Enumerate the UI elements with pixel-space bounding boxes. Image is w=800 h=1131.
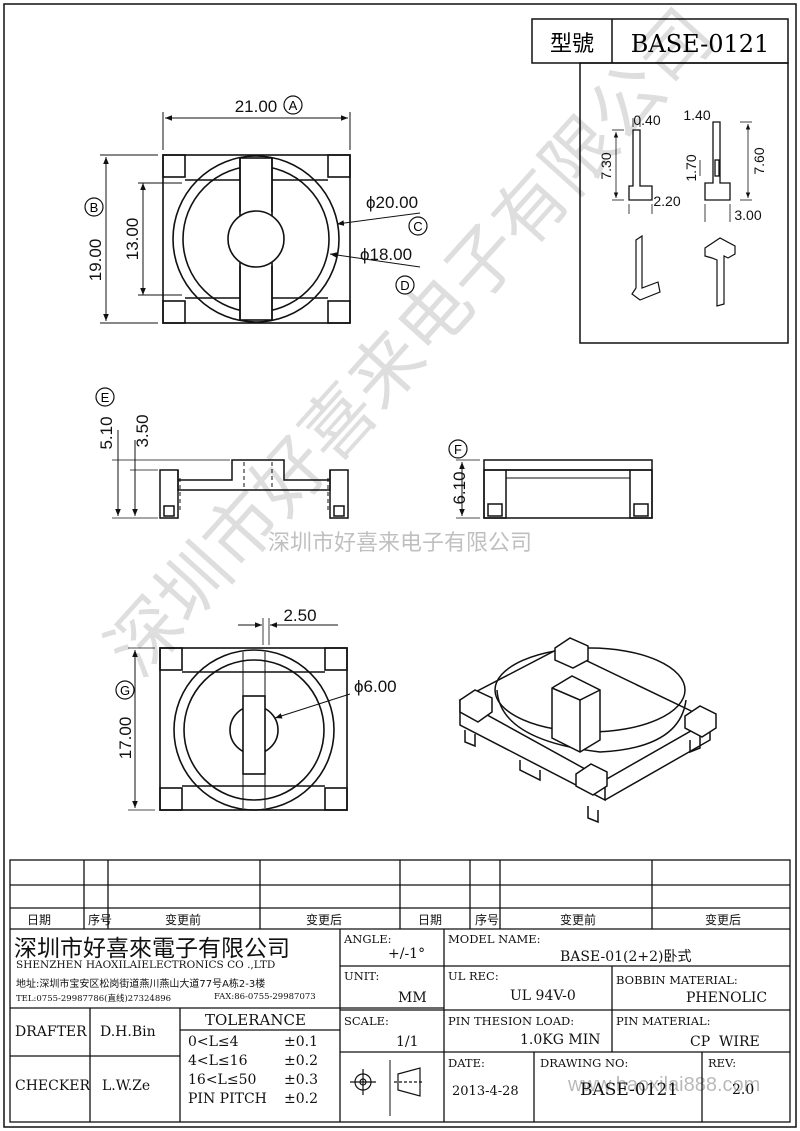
dim-pin-pitch: 2.50	[283, 606, 316, 625]
front-view	[112, 430, 349, 519]
svg-text:B: B	[90, 200, 99, 215]
dim-side-height: 6.10	[450, 471, 469, 504]
dim-front-base: 3.50	[133, 414, 152, 447]
mark-e: E	[95, 387, 115, 407]
date-label: DATE:	[448, 1056, 485, 1070]
pin-material-value: CP WIRE	[690, 1034, 760, 1050]
angle-value: +/-1°	[388, 946, 426, 962]
tolerance-value-1: ±0.1	[284, 1034, 318, 1050]
projection-symbol-icon	[350, 1067, 424, 1097]
model-name-label: MODEL NAME:	[448, 932, 541, 946]
company-name-en: SHENZHEN HAOXILAIELECTRONICS CO .,LTD	[16, 959, 276, 971]
pin-dim-3-00: 3.00	[734, 207, 761, 223]
company-tel: TEL:0755-29987786(直线)27324896	[16, 994, 172, 1004]
company-address: 地址:深圳市宝安区松岗街道燕川燕山大道77号A栋2-3楼	[16, 979, 266, 990]
pin-load-value: 1.0KG MIN	[520, 1032, 601, 1048]
bottom-view	[128, 618, 351, 811]
drawing-no-label: DRAWING NO:	[540, 1056, 629, 1070]
tolerance-range-2: 4<L≤16	[188, 1053, 248, 1069]
tolerance-value-3: ±0.3	[284, 1072, 318, 1088]
side-view	[456, 459, 653, 519]
drawing-no-value: BASE-0121	[580, 1080, 679, 1100]
mark-a: A	[283, 95, 303, 115]
dim-top-width: 21.00	[235, 97, 278, 116]
pin-dim-2-20: 2.20	[653, 193, 680, 209]
rev-header-seq-1: 序号	[88, 913, 113, 927]
bobbin-material-label: BOBBIN MATERIAL:	[616, 973, 738, 987]
pin-dim-1-70: 1.70	[683, 154, 699, 181]
drafter-name: D.H.Bin	[100, 1024, 156, 1040]
svg-text:F: F	[454, 442, 462, 457]
rev-header-before-2: 变更前	[560, 913, 597, 927]
pin-dim-7-30: 7.30	[598, 152, 614, 179]
model-label: 型號	[550, 32, 594, 57]
pin-dim-1-40: 1.40	[683, 107, 710, 123]
svg-text:深圳市好喜来电子有限公司: 深圳市好喜来电子有限公司	[90, 0, 731, 691]
company-name-cn: 深圳市好喜來電子有限公司	[14, 936, 290, 962]
model-header: 型號 BASE-0121	[531, 18, 789, 64]
tolerance-value-2: ±0.2	[284, 1053, 318, 1069]
top-view	[100, 112, 421, 324]
unit-label: UNIT:	[344, 969, 380, 983]
mark-g: G	[115, 680, 135, 700]
dim-inner-height: 13.00	[123, 218, 142, 261]
bobbin-material-value: PHENOLIC	[686, 990, 768, 1006]
dim-top-height: 19.00	[86, 239, 105, 282]
mark-f: F	[448, 439, 468, 459]
ul-rec-label: UL REC:	[448, 969, 499, 983]
tolerance-range-4: PIN PITCH	[188, 1091, 267, 1107]
scale-label: SCALE:	[344, 1014, 389, 1028]
pin-dim-0-40: 0.40	[633, 112, 660, 128]
pin-dim-7-60: 7.60	[751, 147, 767, 174]
watermark: 深圳市好喜来电子有限公司 深圳市好喜来电子有限公司	[90, 0, 731, 691]
rev-value: 2.0	[732, 1082, 755, 1098]
ul-rec-value: UL 94V-0	[510, 988, 576, 1004]
rev-header-after-1: 变更后	[306, 913, 343, 927]
rev-header-after-2: 变更后	[705, 913, 742, 927]
tolerance-range-1: 0<L≤4	[188, 1034, 239, 1050]
dim-bottom-height: 17.00	[116, 717, 135, 760]
rev-header-date-2: 日期	[418, 913, 443, 927]
svg-text:G: G	[120, 683, 130, 698]
svg-text:D: D	[400, 278, 409, 293]
isometric-view	[458, 637, 717, 824]
date-value: 2013-4-28	[452, 1084, 519, 1099]
svg-text:深圳市好喜来电子有限公司: 深圳市好喜来电子有限公司	[268, 531, 532, 556]
pin-detail	[579, 62, 789, 344]
title-block-grid	[9, 859, 791, 1123]
tolerance-title: TOLERANCE	[205, 1011, 306, 1029]
model-number: BASE-0121	[631, 30, 770, 58]
watermark-url: www.haoxilai888.com	[568, 1074, 761, 1096]
svg-text:C: C	[413, 219, 422, 234]
rev-label: REV:	[708, 1056, 737, 1070]
model-name-value: BASE-01(2+2)卧式	[560, 949, 692, 965]
dim-outer-diameter: ϕ20.00	[366, 193, 418, 212]
tolerance-range-3: 16<L≤50	[188, 1072, 257, 1088]
drafter-label: DRAFTER	[15, 1024, 87, 1040]
scale-value: 1/1	[396, 1034, 419, 1050]
angle-label: ANGLE:	[344, 932, 392, 946]
pin-load-label: PIN THESION LOAD:	[448, 1014, 575, 1028]
unit-value: MM	[398, 990, 427, 1006]
tolerance-value-4: ±0.2	[284, 1091, 318, 1107]
svg-text:E: E	[101, 390, 110, 405]
dim-inner-diameter: ϕ18.00	[360, 245, 412, 264]
mark-c: C	[408, 216, 428, 236]
rev-header-before-1: 变更前	[165, 913, 202, 927]
company-fax: FAX:86-0755-29987073	[214, 992, 316, 1002]
pin-material-label: PIN MATERIAL:	[616, 1014, 711, 1028]
rev-header-seq-2: 序号	[475, 913, 500, 927]
checker-name: L.W.Ze	[102, 1078, 151, 1094]
dim-hole-diameter: ϕ6.00	[354, 677, 397, 696]
checker-label: CHECKER	[15, 1078, 91, 1094]
mark-d: D	[395, 275, 415, 295]
dim-front-total: 5.10	[97, 416, 116, 449]
rev-header-date-1: 日期	[27, 913, 52, 927]
mark-b: B	[84, 197, 104, 217]
svg-text:A: A	[289, 98, 298, 113]
